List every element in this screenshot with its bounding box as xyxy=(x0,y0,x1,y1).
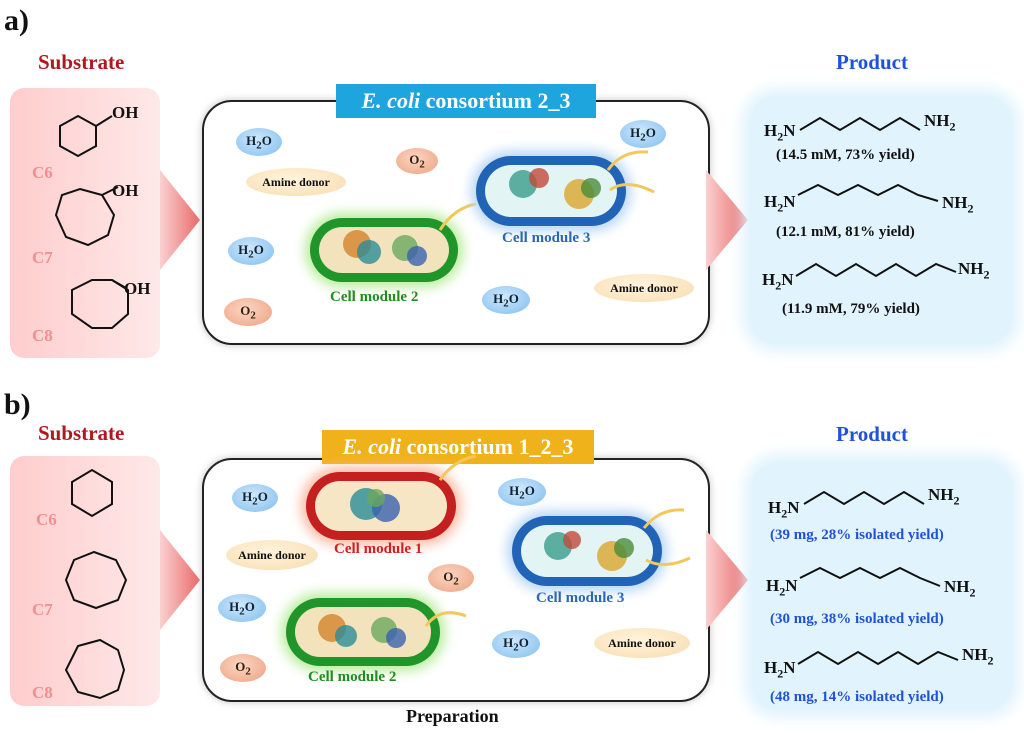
label-c7-b: C7 xyxy=(32,600,53,619)
cell-module-2-b xyxy=(286,598,440,666)
arrow-substrate-to-consortium-b xyxy=(160,530,200,630)
product-b3-chain xyxy=(797,650,959,666)
cell-module-3-b xyxy=(512,516,662,586)
label-c7-a: C7 xyxy=(32,248,53,267)
panel-a-letter: a) xyxy=(4,4,29,37)
cell-module-1-label-b: Cell module 1 xyxy=(334,541,423,557)
protein-icon xyxy=(343,230,427,266)
protein-icon xyxy=(318,614,406,648)
label-c6-b: C6 xyxy=(36,510,57,529)
panel-a-substrate-panel xyxy=(10,88,160,358)
product-a3-chain xyxy=(795,262,957,278)
water-chip: H2O xyxy=(492,630,540,658)
protein-icon xyxy=(509,168,601,209)
cell-module-2-a xyxy=(310,218,458,282)
oxygen-chip: O2 xyxy=(220,654,266,682)
protein-icon xyxy=(350,488,400,522)
label-c8-b: C8 xyxy=(32,683,53,702)
product-b2-chain xyxy=(799,566,941,587)
product-a2-chain xyxy=(797,183,939,202)
cyclooctane-structure xyxy=(64,638,126,700)
protein-icon xyxy=(544,531,634,571)
product-b1-yield: (39 mg, 28% isolated yield) xyxy=(770,527,944,543)
water-chip: H2O xyxy=(218,594,266,622)
panel-b-letter: b) xyxy=(4,388,31,421)
product-a2-yield: (12.1 mM, 81% yield) xyxy=(776,224,915,240)
product-b2-right: NH2 xyxy=(944,577,976,600)
cyclohexane-structure xyxy=(71,468,113,518)
cell-module-3-label-a: Cell module 3 xyxy=(502,230,591,246)
product-b1-chain xyxy=(803,490,925,506)
arrow-consortium-to-product-a xyxy=(706,170,748,270)
cell-module-2-label-a: Cell module 2 xyxy=(330,289,419,305)
panel-b-substrate-panel xyxy=(10,456,160,706)
oxygen-chip: O2 xyxy=(224,298,272,326)
product-b3-yield: (48 mg, 14% isolated yield) xyxy=(770,689,944,705)
cell-module-3-label-b: Cell module 3 xyxy=(536,590,625,606)
consortium-title-b: E. coli consortium 1_2_3 xyxy=(322,430,594,464)
consortium-a-rest: consortium 2_3 xyxy=(420,88,571,113)
product-b2-left: H2N xyxy=(766,576,798,599)
panel-a-substrate-heading: Substrate xyxy=(38,50,125,74)
cycloheptane-structure xyxy=(64,550,128,610)
oh-label-c8: OH xyxy=(124,279,151,298)
flagellum xyxy=(606,150,655,194)
amine-donor-chip: Amine donor xyxy=(226,540,318,570)
amine-donor-chip: Amine donor xyxy=(594,628,690,658)
label-c6-a: C6 xyxy=(32,163,53,182)
water-chip: H2O xyxy=(232,484,278,512)
arrow-substrate-to-consortium-a xyxy=(160,170,200,270)
product-b3-right: NH2 xyxy=(962,645,994,668)
product-a3-left: H2N xyxy=(762,270,794,293)
arrow-consortium-to-product-b xyxy=(706,530,748,630)
product-b3-left: H2N xyxy=(764,658,796,681)
panel-b-substrate-heading: Substrate xyxy=(38,421,125,445)
label-c8-a: C8 xyxy=(32,326,53,345)
cell-module-2-label-b: Cell module 2 xyxy=(308,669,397,685)
water-chip: H2O xyxy=(620,120,666,148)
cyclohexanol-structure xyxy=(59,114,113,158)
flagellum xyxy=(642,508,691,566)
water-chip: H2O xyxy=(236,128,282,156)
cyclooctanol-structure xyxy=(71,279,129,329)
product-b2-yield: (30 mg, 38% isolated yield) xyxy=(770,611,944,627)
oxygen-chip: O2 xyxy=(428,564,474,592)
flagellum xyxy=(438,454,477,481)
product-a3-right: NH2 xyxy=(958,259,990,282)
oh-label-c6: OH xyxy=(112,103,139,122)
water-chip: H2O xyxy=(482,286,530,314)
product-a2-left: H2N xyxy=(764,192,796,215)
product-a1-chain xyxy=(799,116,921,132)
product-a1-left: H2N xyxy=(764,121,796,144)
water-chip: H2O xyxy=(498,478,546,506)
oh-label-c7: OH xyxy=(112,181,139,200)
amine-donor-chip: Amine donor xyxy=(594,274,694,302)
panel-b-product-heading: Product xyxy=(836,422,908,446)
flagellum xyxy=(424,611,467,627)
product-b1-left: H2N xyxy=(768,498,800,521)
panel-a-product-heading: Product xyxy=(836,50,908,74)
consortium-title-a: E. coli consortium 2_3 xyxy=(336,84,596,118)
consortium-b-italic: E. coli xyxy=(342,434,402,459)
panel-a-product-panel xyxy=(750,96,1012,344)
product-a3-yield: (11.9 mM, 79% yield) xyxy=(782,301,920,317)
product-a1-right: NH2 xyxy=(924,111,956,134)
water-chip: H2O xyxy=(228,237,274,265)
flagellum xyxy=(438,202,477,231)
cycloheptanol-structure xyxy=(54,186,119,247)
amine-donor-chip: Amine donor xyxy=(246,168,346,196)
preparation-label: Preparation xyxy=(406,706,499,726)
product-a1-yield: (14.5 mM, 73% yield) xyxy=(776,147,915,163)
consortium-b-rest: consortium 1_2_3 xyxy=(401,434,574,459)
product-b1-right: NH2 xyxy=(928,485,960,508)
oxygen-chip: O2 xyxy=(396,148,438,174)
consortium-a-italic: E. coli xyxy=(361,88,421,113)
product-a2-right: NH2 xyxy=(942,193,974,216)
cell-module-3-a xyxy=(476,156,626,226)
